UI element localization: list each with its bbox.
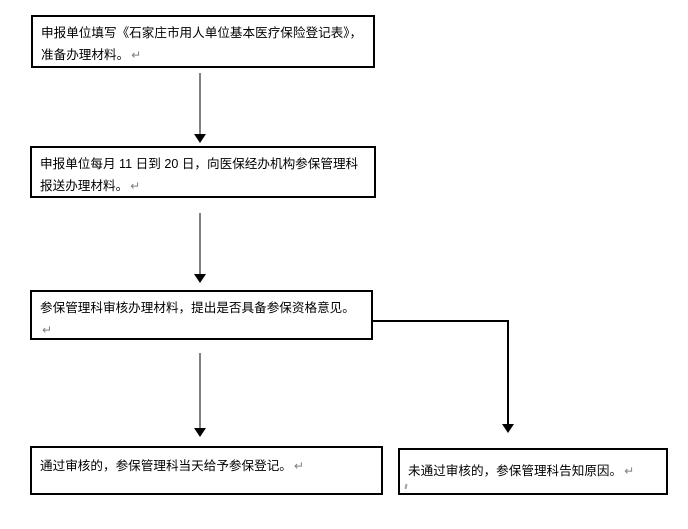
arrow-step3-to-step4-line [199, 353, 201, 428]
paragraph-return-mark: ↵ [42, 323, 53, 337]
paragraph-return-mark: ↵ [131, 48, 142, 62]
elbow-step3-to-step5-vertical-line [507, 320, 509, 424]
stray-paragraph-mark [404, 483, 408, 490]
flow-node-step-3-text: 参保管理科审核办理材料，提出是否具备参保资格意见。 [40, 301, 355, 315]
flow-node-step-5-text: 未通过审核的，参保管理科告知原因。 [408, 464, 623, 478]
flow-node-step-1-text: 申报单位填写《石家庄市用人单位基本医疗保险登记表》，准备办理材料。 [41, 26, 363, 62]
arrow-step2-to-step3-head-icon [194, 274, 206, 283]
flow-node-step-1: 申报单位填写《石家庄市用人单位基本医疗保险登记表》，准备办理材料。↵ [31, 15, 375, 68]
arrow-step3-to-step4-head-icon [194, 428, 206, 437]
arrow-step1-to-step2-line [199, 73, 201, 134]
flow-node-step-2-text: 申报单位每月 11 日到 20 日，向医保经办机构参保管理科报送办理材料。 [40, 157, 359, 193]
elbow-step3-to-step5-head-icon [502, 424, 514, 433]
flow-node-step-5-rejected: 未通过审核的，参保管理科告知原因。↵ [398, 448, 668, 495]
arrow-step1-to-step2-head-icon [194, 134, 206, 143]
paragraph-return-mark: ↵ [624, 464, 635, 478]
paragraph-return-mark: ↵ [293, 459, 304, 473]
flow-node-step-4-text: 通过审核的，参保管理科当天给予参保登记。 [40, 459, 292, 473]
arrow-step2-to-step3-line [199, 213, 201, 274]
flow-node-step-3: 参保管理科审核办理材料，提出是否具备参保资格意见。 ↵ [30, 290, 373, 340]
elbow-step3-to-step5-horizontal-line [373, 320, 509, 322]
paragraph-return-mark: ↵ [130, 179, 141, 193]
flow-node-step-4-approved: 通过审核的，参保管理科当天给予参保登记。↵ [30, 446, 383, 495]
flow-node-step-2: 申报单位每月 11 日到 20 日，向医保经办机构参保管理科报送办理材料。↵ [30, 146, 376, 198]
